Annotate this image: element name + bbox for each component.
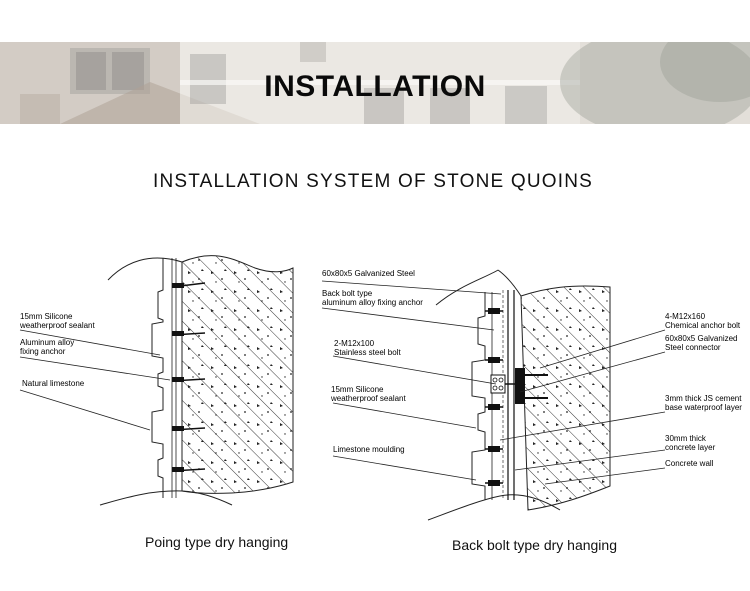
right-label-chemical-anchor: 4-M12x160 Chemical anchor bolt xyxy=(665,312,741,330)
right-anchor-3 xyxy=(485,404,503,410)
left-anchor-3 xyxy=(171,377,206,382)
right-diagram-caption: Back bolt type dry hanging xyxy=(452,537,617,553)
right-label-back-bolt-anchor: Back bolt type aluminum alloy fixing anc… xyxy=(322,289,423,307)
section-title: INSTALLATION SYSTEM OF STONE QUOINS xyxy=(152,171,593,192)
left-anchor-1 xyxy=(171,282,206,288)
right-label-moulding: Limestone moulding xyxy=(333,445,405,454)
left-anchor-5 xyxy=(171,467,206,472)
right-anchor-2 xyxy=(485,357,503,363)
right-label-sealant: 15mm Silicone weatherproof sealant xyxy=(330,385,406,403)
left-concrete-wall xyxy=(181,255,294,494)
right-label-waterproof-layer: 3mm thick JS cement base waterproof laye… xyxy=(665,394,744,412)
back-bolt-type-diagram: 60x80x5 Galvanized Steel Back bolt type … xyxy=(321,269,744,521)
left-label-anchor: Aluminum alloy fixing anchor xyxy=(20,338,76,356)
left-label-limestone: Natural limestone xyxy=(22,379,85,388)
right-anchor-1 xyxy=(485,308,503,314)
right-label-concrete-layer: 30mm thick concrete layer xyxy=(665,434,716,452)
right-limestone-profile xyxy=(471,292,493,500)
left-anchor-2 xyxy=(171,331,206,336)
left-diagram-caption: Poing type dry hanging xyxy=(145,534,289,550)
right-label-steel-connector: 60x80x5 Galvanized Steel connector xyxy=(665,334,740,352)
right-anchor-5 xyxy=(485,480,503,486)
right-bolt-connector xyxy=(490,368,548,404)
header-banner xyxy=(0,42,750,124)
right-label-concrete-wall: Concrete wall xyxy=(665,459,714,468)
right-steel-channel xyxy=(502,290,515,500)
right-label-galvanized-steel: 60x80x5 Galvanized Steel xyxy=(322,269,415,278)
left-anchor-4 xyxy=(171,426,206,431)
banner-title: INSTALLATION xyxy=(264,70,486,103)
poing-type-diagram: 15mm Silicone weatherproof sealant Alumi… xyxy=(19,255,294,506)
left-label-sealant: 15mm Silicone weatherproof sealant xyxy=(19,312,95,330)
banner-building-photo xyxy=(0,42,750,124)
right-anchor-4 xyxy=(485,446,503,452)
right-label-stainless-bolt: 2-M12x100 Stainless steel bolt xyxy=(334,339,401,357)
